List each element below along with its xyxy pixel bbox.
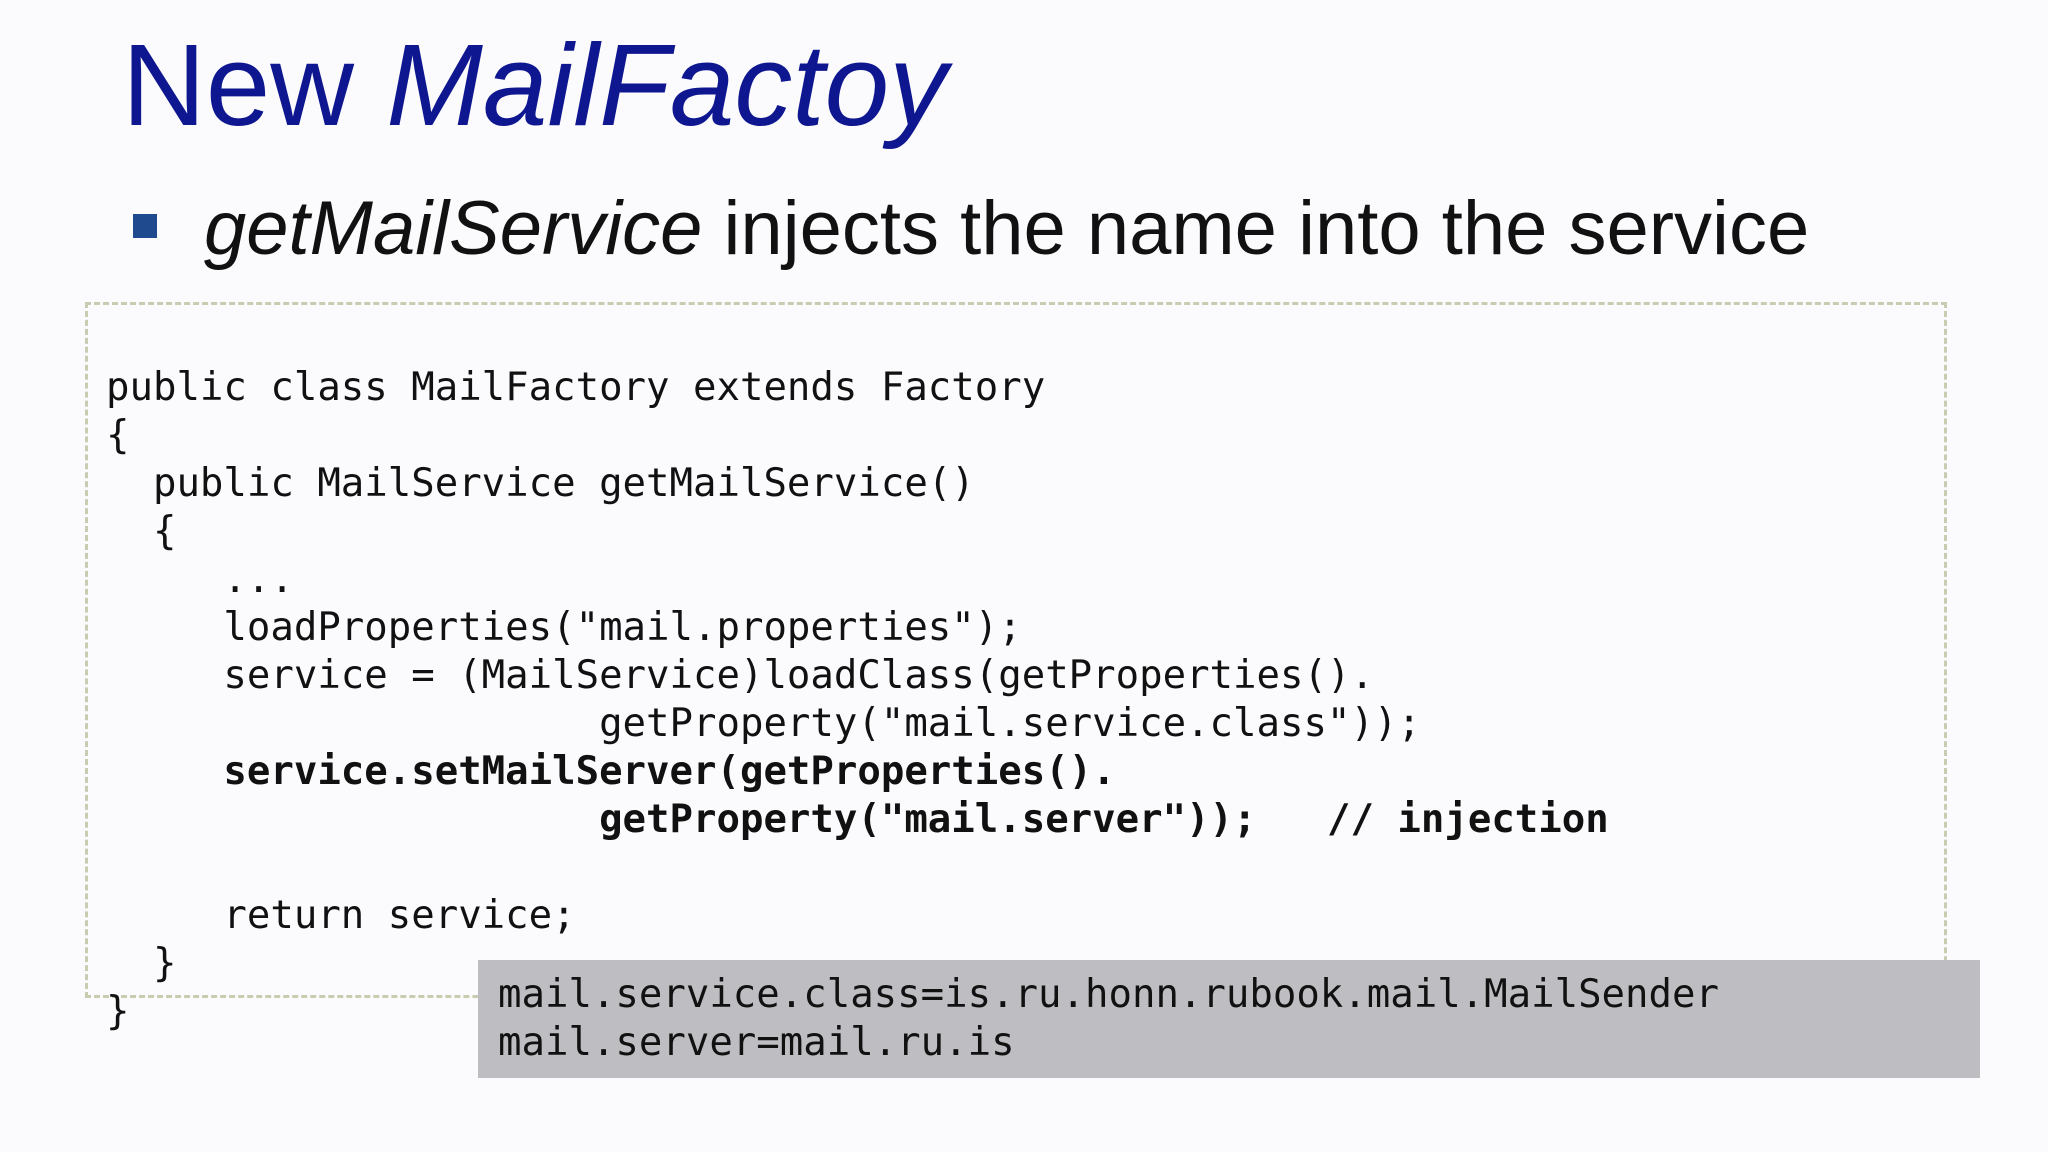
code-line: { (106, 413, 130, 458)
code-line: getProperty("mail.service.class")); (106, 701, 1421, 746)
bullet-square-icon (133, 214, 157, 238)
bullet-method-name: getMailService (204, 186, 703, 271)
properties-panel: mail.service.class=is.ru.honn.rubook.mai… (478, 960, 1980, 1078)
code-line: service = (MailService)loadClass(getProp… (106, 653, 1374, 698)
properties-block: mail.service.class=is.ru.honn.rubook.mai… (498, 971, 1719, 1067)
code-line: public class MailFactory extends Factory (106, 365, 1046, 410)
code-line (106, 844, 1609, 892)
slide-title-plain: New (122, 20, 387, 150)
properties-line: mail.service.class=is.ru.honn.rubook.mai… (498, 972, 1719, 1017)
bullet-description: injects the name into the service (702, 186, 1810, 271)
code-line: return service; (106, 893, 576, 938)
code-line: { (106, 509, 177, 554)
slide-title-italic: MailFactoy (386, 20, 948, 150)
code-line: } (106, 941, 177, 986)
code-line-highlighted: service.setMailServer(getProperties(). (106, 749, 1116, 794)
code-line: public MailService getMailService() (106, 461, 975, 506)
bullet-point: getMailService injects the name into the… (204, 186, 1809, 272)
properties-line: mail.server=mail.ru.is (498, 1020, 1015, 1065)
slide-title: New MailFactoy (122, 20, 947, 150)
code-line: } (106, 989, 130, 1034)
code-line: loadProperties("mail.properties"); (106, 605, 1022, 650)
code-block: public class MailFactory extends Factory… (106, 316, 1609, 1084)
code-line-highlighted: getProperty("mail.server")); // injectio… (106, 797, 1609, 842)
code-line: ... (106, 557, 294, 602)
